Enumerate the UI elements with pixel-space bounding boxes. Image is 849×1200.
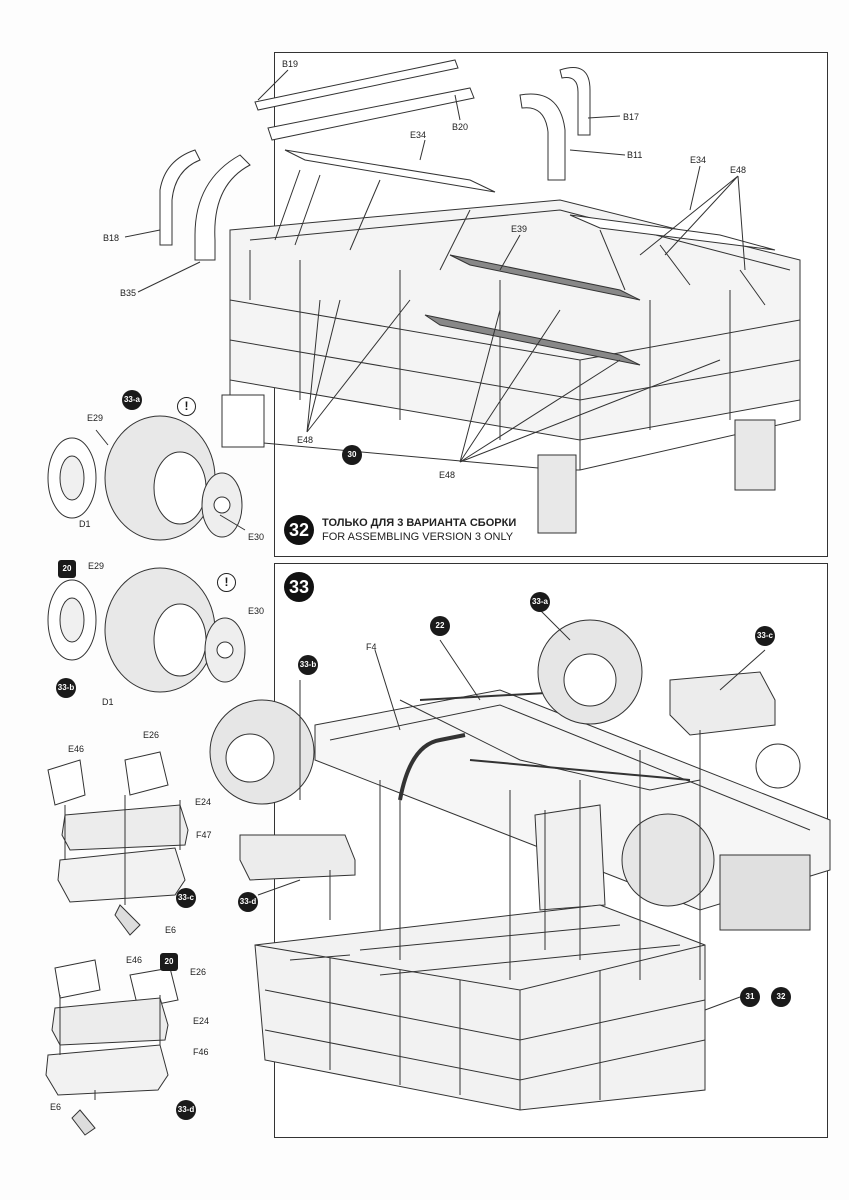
part-label: E30 — [248, 532, 264, 542]
part-label: E24 — [193, 1016, 209, 1026]
part-label: F46 — [193, 1047, 209, 1057]
star-20-badge: 20 — [58, 560, 76, 578]
part-label: B19 — [282, 59, 298, 69]
part-label: E48 — [439, 470, 455, 480]
ref-31-badge: 31 — [740, 987, 760, 1007]
part-label: E30 — [248, 606, 264, 616]
ref-32-badge: 32 — [771, 987, 791, 1007]
part-label: E24 — [195, 797, 211, 807]
ref-33b-badge: 33-b — [298, 655, 318, 675]
part-label: D1 — [79, 519, 91, 529]
part-label: D1 — [102, 697, 114, 707]
part-label: E48 — [297, 435, 313, 445]
ref-30-badge: 30 — [342, 445, 362, 465]
part-label: B20 — [452, 122, 468, 132]
warning-icon: ! — [177, 397, 196, 416]
step-32-caption: ТОЛЬКО ДЛЯ 3 ВАРИАНТА СБОРКИ FOR ASSEMBL… — [322, 516, 516, 544]
part-label: E29 — [87, 413, 103, 423]
ref-33d-sub-badge: 33-d — [176, 1100, 196, 1120]
part-label: E46 — [68, 744, 84, 754]
warning-icon: ! — [217, 573, 236, 592]
part-label: E26 — [143, 730, 159, 740]
ref-33c-sub-badge: 33-c — [176, 888, 196, 908]
ref-33a-badge: 33-a — [530, 592, 550, 612]
ref-22-badge: 22 — [430, 616, 450, 636]
part-label: E39 — [511, 224, 527, 234]
part-label: F47 — [196, 830, 212, 840]
ref-33d-badge: 33-d — [238, 892, 258, 912]
ref-33c-badge: 33-c — [755, 626, 775, 646]
ref-33a-sub-badge: 33-a — [122, 390, 142, 410]
step-33-number: 33 — [284, 572, 314, 602]
part-label: E48 — [730, 165, 746, 175]
part-label: E6 — [165, 925, 176, 935]
step-32-number: 32 — [284, 515, 314, 545]
part-label: E34 — [690, 155, 706, 165]
caption-en: FOR ASSEMBLING VERSION 3 ONLY — [322, 531, 514, 543]
part-label: B11 — [627, 150, 642, 160]
star-20-badge: 20 — [160, 953, 178, 971]
part-label: E6 — [50, 1102, 61, 1112]
part-label: F4 — [366, 642, 377, 652]
caption-ru: ТОЛЬКО ДЛЯ 3 ВАРИАНТА СБОРКИ — [322, 517, 517, 529]
part-label: B17 — [623, 112, 639, 122]
part-label: E29 — [88, 561, 104, 571]
part-label: E46 — [126, 955, 142, 965]
part-label: E26 — [190, 967, 206, 977]
part-label: B18 — [103, 233, 119, 243]
part-label: E34 — [410, 130, 426, 140]
part-label: B35 — [120, 288, 136, 298]
ref-33b-sub-badge: 33-b — [56, 678, 76, 698]
